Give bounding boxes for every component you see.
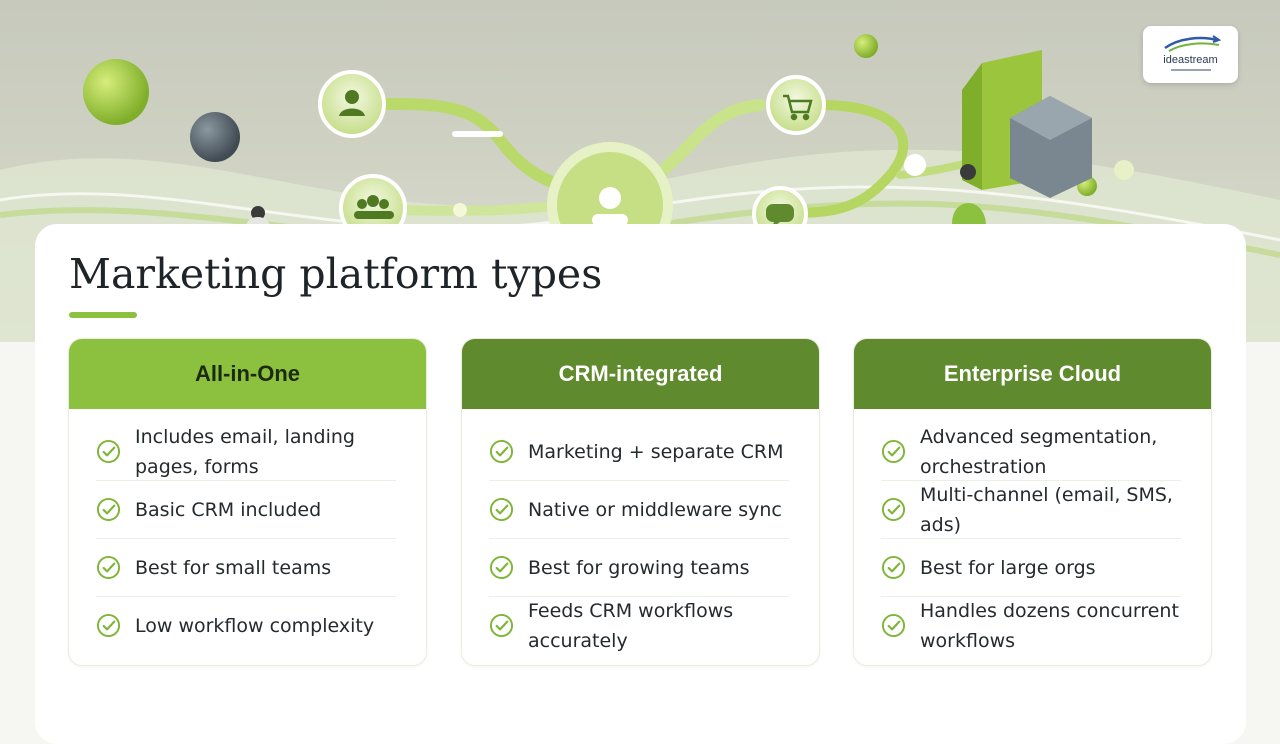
list-item: Handles dozens concurrent workflows — [881, 597, 1181, 654]
check-circle-icon — [96, 439, 121, 464]
logo-swoosh-icon — [1164, 35, 1222, 52]
profile-icon — [592, 187, 628, 226]
content-card: Marketing platform types All-in-One Incl… — [35, 224, 1246, 744]
check-circle-icon — [489, 613, 514, 638]
list-item: Includes email, landing pages, forms — [96, 423, 396, 481]
feature-text: Native or middleware sync — [528, 498, 782, 521]
feature-text: Feeds CRM workflows accurately — [528, 599, 734, 652]
list-item: Low workflow complexity — [96, 597, 396, 654]
feature-text: Handles dozens concurrent workflows — [920, 599, 1179, 652]
check-circle-icon — [489, 439, 514, 464]
person-illustration — [246, 164, 986, 226]
feature-text: Multi-channel (email, SMS, ads) — [920, 483, 1173, 536]
column-all-in-one: All-in-One Includes email, landing pages… — [68, 338, 427, 666]
title-underline — [69, 312, 137, 318]
list-item: Best for small teams — [96, 539, 396, 597]
logo-wordmark: ideastream — [1163, 54, 1218, 66]
list-item: Best for large orgs — [881, 539, 1181, 597]
list-item: Basic CRM included — [96, 481, 396, 539]
check-circle-icon — [881, 439, 906, 464]
feature-list: Includes email, landing pages, forms Bas… — [69, 409, 426, 654]
check-circle-icon — [489, 497, 514, 522]
page-title: Marketing platform types — [69, 250, 603, 298]
column-heading: All-in-One — [69, 339, 426, 409]
column-enterprise-cloud: Enterprise Cloud Advanced segmentation, … — [853, 338, 1212, 666]
user-icon — [339, 90, 365, 116]
feature-text: Best for growing teams — [528, 556, 750, 579]
list-item: Feeds CRM workflows accurately — [489, 597, 789, 654]
list-item: Advanced segmentation, orchestration — [881, 423, 1181, 481]
feature-text: Marketing + separate CRM — [528, 440, 784, 463]
check-circle-icon — [489, 555, 514, 580]
shopping-cart-icon — [783, 94, 813, 121]
feature-text: Advanced segmentation, orchestration — [920, 425, 1158, 478]
check-circle-icon — [881, 555, 906, 580]
column-heading: CRM-integrated — [462, 339, 819, 409]
check-circle-icon — [96, 555, 121, 580]
feature-text: Basic CRM included — [135, 498, 322, 521]
check-circle-icon — [96, 497, 121, 522]
check-circle-icon — [881, 497, 906, 522]
list-item: Multi-channel (email, SMS, ads) — [881, 481, 1181, 539]
column-crm-integrated: CRM-integrated Marketing + separate CRM … — [461, 338, 820, 666]
feature-list: Advanced segmentation, orchestration Mul… — [854, 409, 1211, 654]
feature-text: Includes email, landing pages, forms — [135, 425, 355, 478]
logo-tagline — [1143, 69, 1238, 71]
check-circle-icon — [881, 613, 906, 638]
group-icon — [354, 195, 394, 219]
feature-text: Best for large orgs — [920, 556, 1096, 579]
feature-list: Marketing + separate CRM Native or middl… — [462, 409, 819, 654]
list-item: Best for growing teams — [489, 539, 789, 597]
ideastream-logo: ideastream — [1143, 26, 1238, 83]
feature-text: Low workflow complexity — [135, 614, 375, 637]
list-item: Native or middleware sync — [489, 481, 789, 539]
column-heading: Enterprise Cloud — [854, 339, 1211, 409]
check-circle-icon — [96, 613, 121, 638]
list-item: Marketing + separate CRM — [489, 423, 789, 481]
feature-text: Best for small teams — [135, 556, 332, 579]
